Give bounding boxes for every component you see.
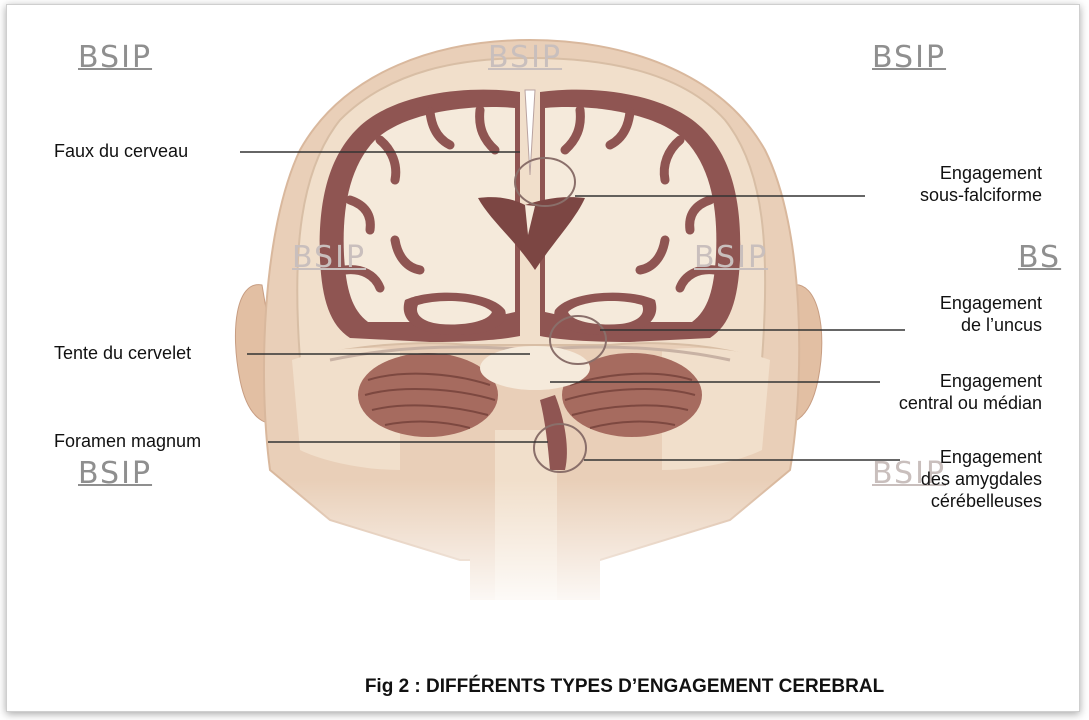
watermark-mid-right: BS: [1018, 240, 1061, 275]
label-line: central ou médian: [899, 392, 1042, 414]
watermark-bottom-left: BSIP: [78, 456, 152, 491]
watermark-top-left: BSIP: [78, 40, 152, 75]
watermark-top-center: BSIP: [488, 40, 562, 75]
label-engagement-uncus: Engagement de l’uncus: [940, 292, 1042, 336]
label-engagement-amygdales: Engagement des amygdales cérébelleuses: [921, 446, 1042, 512]
label-engagement-central: Engagement central ou médian: [899, 370, 1042, 414]
midbrain: [480, 346, 590, 390]
label-tente-du-cervelet: Tente du cervelet: [54, 342, 191, 364]
watermark-top-right: BSIP: [872, 40, 946, 75]
caption-text: Fig 2 : DIFFÉRENTS TYPES D’ENGAGEMENT CE…: [365, 676, 884, 697]
label-line: Engagement: [921, 446, 1042, 468]
label-line: de l’uncus: [940, 314, 1042, 336]
label-line: Engagement: [899, 370, 1042, 392]
label-line: Engagement: [940, 292, 1042, 314]
label-line: des amygdales: [921, 468, 1042, 490]
label-line: sous-falciforme: [920, 184, 1042, 206]
watermark-mid-center: BSIP: [694, 240, 768, 275]
label-line: Engagement: [920, 162, 1042, 184]
watermark-mid-left: BSIP: [292, 240, 366, 275]
figure-caption: Fig 2 : DIFFÉRENTS TYPES D’ENGAGEMENT CE…: [0, 676, 1089, 698]
label-faux-du-cerveau: Faux du cerveau: [54, 140, 188, 162]
label-line: cérébelleuses: [921, 490, 1042, 512]
label-engagement-sous-falciforme: Engagement sous-falciforme: [920, 162, 1042, 206]
label-foramen-magnum: Foramen magnum: [54, 430, 201, 452]
